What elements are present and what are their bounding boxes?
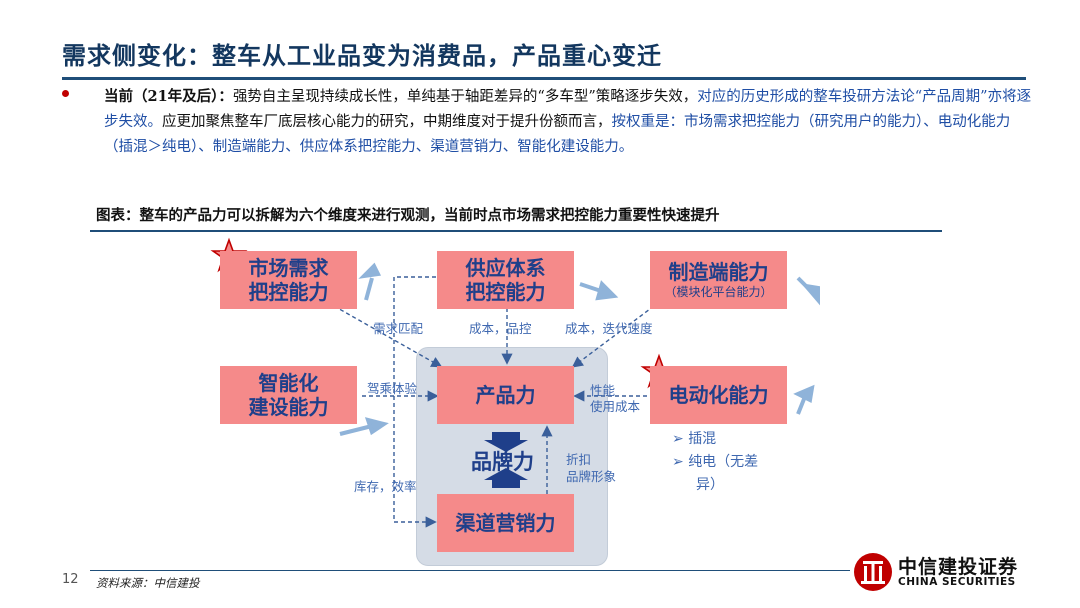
label-inventory: 库存，效率 [354,479,417,494]
flow-arrow-supply-head [595,280,619,301]
ev-sub-item-bev: ➢ 纯电（无差 [672,454,759,470]
company-logo-icon [854,553,892,591]
box-electrification-label: 电动化能力 [668,383,769,407]
box-channel-label: 渠道营销力 [455,511,556,535]
bullet-highlight-2: 按权重是：市场需求把控能力（研究用户的能力）、电动化能力（插混＞纯电）、制造端能… [104,114,1011,155]
label-cost-iteration: 成本，迭代速度 [565,321,653,336]
label-cost-quality: 成本，品控 [469,321,532,336]
label-driving: 驾乘体验 [367,381,418,396]
arrow-supply-loop-to-channel [393,276,437,528]
flow-arrow-ev-head [793,384,815,403]
box-intelligence-line2: 建设能力 [248,395,329,419]
figure-divider [90,230,942,232]
logo-chinese: 中信建投证券 [898,556,1019,578]
flow-arrow-market-head [358,262,382,279]
brand-label: 品牌力 [471,450,534,474]
logo-english: CHINA SECURITIES [898,576,1016,588]
arrow-market-to-product [333,305,443,368]
bullet-text-2: 应更加聚焦整车厂底层核心能力的研究，中期维度对于提升份额而言， [162,114,612,130]
arrow-up-to-brand [484,468,528,488]
box-manufacturing-note: （模块化平台能力） [664,285,773,299]
label-discount: 折扣 [566,452,592,467]
arrow-down-to-brand [484,432,528,452]
box-market-line1: 市场需求 [248,256,329,280]
box-supply-chain: 供应体系 把控能力 [437,251,574,309]
bullet-highlight-1: 对应的历史形成的整车投研方法论“产品周期”亦将逐步失效。 [104,89,1032,130]
label-usage-cost: 使用成本 [590,399,641,414]
bullet-bold-lead: 当前（21年及后）： [104,88,233,105]
slide-title: 需求侧变化：整车从工业品变为消费品，产品重心变迁 [62,41,662,70]
box-market-line2: 把控能力 [248,280,329,304]
ev-sub-item-bev-cont: 异） [696,477,724,493]
flow-arrow-market [364,277,374,301]
box-market-demand: 市场需求 把控能力 [220,251,357,309]
flow-arrow-intelligence-head [364,417,389,436]
flow-arrow-intelligence [339,424,373,436]
box-channel: 渠道营销力 [437,494,574,552]
footer-divider [90,570,850,571]
title-divider [62,77,1026,80]
box-intelligence-line1: 智能化 [258,371,319,395]
flow-arrow-manufacturing-head [800,283,820,306]
box-product: 产品力 [437,366,574,424]
box-supply-line1: 供应体系 [465,256,546,280]
box-product-label: 产品力 [475,383,536,407]
arrow-manufacturing-to-product [571,305,655,368]
bullet-paragraph: 当前（21年及后）：强势自主呈现持续成长性，单纯基于轴距差异的“多车型”策略逐步… [104,84,1034,160]
bullet-text-1: 强势自主呈现持续成长性，单纯基于轴距差异的“多车型”策略逐步失效， [232,89,698,105]
label-brand-image: 品牌形象 [566,469,617,484]
ev-sub-item-phev: ➢ 插混 [672,431,717,447]
box-manufacturing: 制造端能力 （模块化平台能力） [650,251,787,309]
label-performance: 性能 [590,383,616,398]
box-manufacturing-line1: 制造端能力 [668,260,769,284]
box-supply-line2: 把控能力 [465,280,546,304]
page-number: 12 [62,572,79,587]
source-note: 资料来源：中信建投 [96,576,200,590]
figure-caption: 图表：整车的产品力可以拆解为六个维度来进行观测，当前时点市场需求把控能力重要性快… [96,207,720,224]
ev-sublist: ➢ 插混 ➢ 纯电（无差 异） [672,428,758,497]
bullet-marker [62,90,69,97]
box-electrification: 电动化能力 [650,366,787,424]
box-intelligence: 智能化 建设能力 [220,366,357,424]
label-demand-match: 需求匹配 [373,321,424,336]
